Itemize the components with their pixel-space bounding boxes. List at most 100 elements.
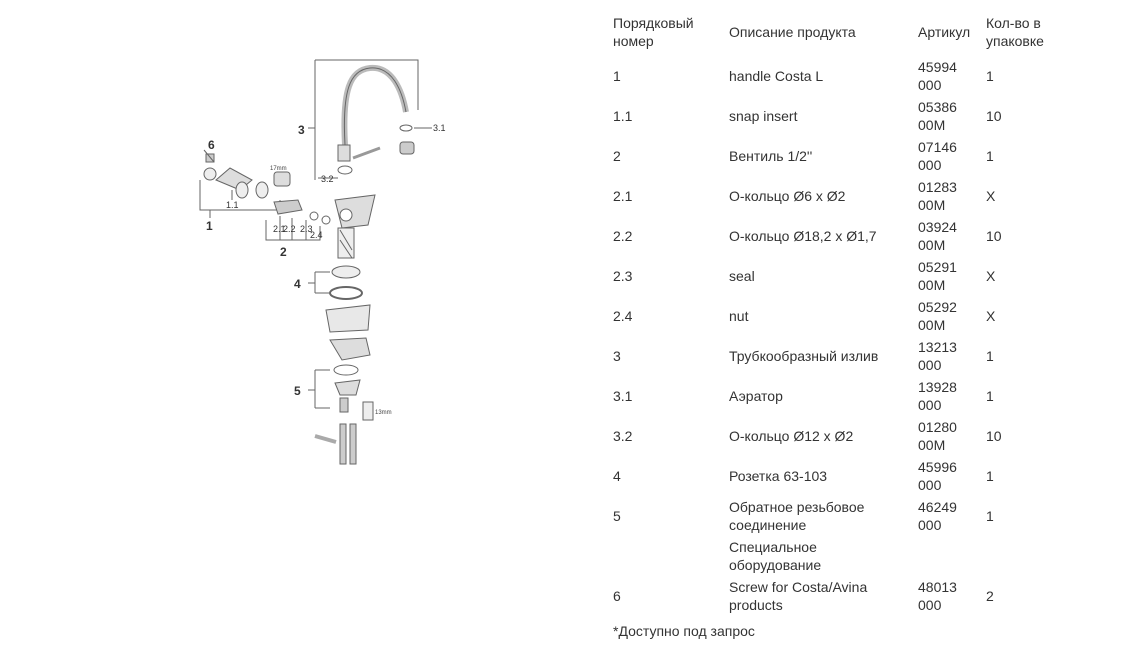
rosette-part (331, 265, 361, 279)
callout-5-bracket (308, 369, 330, 409)
nut-2-4 (321, 215, 331, 225)
threaded-stud (339, 397, 349, 413)
shank-thread (339, 229, 353, 259)
cell-quantity: 10 (986, 428, 1002, 444)
cell-quantity: 2 (986, 588, 994, 604)
callout-3: 3 (298, 123, 305, 137)
callout-1-1: 1.1 (226, 200, 239, 210)
aerator-ring (399, 124, 413, 132)
spout-base (337, 144, 351, 162)
oring-4 (329, 286, 363, 300)
cell-description: О-кольцо Ø12 x Ø2 (729, 428, 854, 444)
cell-number: 3.1 (613, 388, 633, 404)
spout-lever (352, 146, 381, 160)
cell-description: nut (729, 308, 749, 324)
header-description: Описание продукта (729, 24, 856, 40)
table-row: 2.3 seal 05291 00M X (607, 256, 1064, 296)
oring-2-3 (309, 211, 319, 221)
sleeve-13mm (362, 401, 374, 421)
cell-quantity: 1 (986, 508, 994, 524)
callout-3-1: 3.1 (433, 123, 446, 133)
hose-left (339, 423, 347, 465)
cell-description: Аэратор (729, 388, 783, 404)
cell-description: О-кольцо Ø18,2 x Ø1,7 (729, 228, 877, 244)
callout-2-3: 2.3 (300, 224, 313, 234)
cell-article: 07146 000 (918, 139, 957, 173)
cell-number: 2.3 (613, 268, 633, 284)
callout-2-4: 2.4 (310, 230, 323, 240)
cell-description: seal (729, 268, 755, 284)
cell-description: Трубкообразный излив (729, 348, 879, 364)
table-header-row: Порядковый номер Описание продукта Артик… (607, 8, 1064, 56)
header-quantity: Кол-во в упаковке (986, 15, 1044, 49)
cell-description: Розетка 63-103 (729, 468, 828, 484)
screw-6 (203, 167, 217, 181)
cell-number: 3.2 (613, 428, 633, 444)
cell-number: 6 (613, 588, 621, 604)
callout-2: 2 (280, 245, 287, 259)
cell-article: 05386 00M (918, 99, 957, 133)
callout-3-2: 3.2 (321, 174, 334, 184)
cell-number: 3 (613, 348, 621, 364)
cell-quantity: 10 (986, 108, 1002, 124)
cell-quantity: 1 (986, 468, 994, 484)
wrench-tool (314, 434, 337, 444)
mounting-bracket (329, 337, 371, 361)
backnut-part (334, 379, 361, 396)
cell-number: 2.2 (613, 228, 633, 244)
callout-4: 4 (294, 277, 301, 291)
label-13mm: 13mm (375, 410, 392, 416)
cell-quantity: 10 (986, 228, 1002, 244)
valve-washer (255, 181, 269, 199)
cell-number: 2.4 (613, 308, 633, 324)
cell-number: 1.1 (613, 108, 633, 124)
cell-number: 1 (613, 68, 621, 84)
header-number: Порядковый номер (613, 15, 694, 49)
cell-description: handle Costa L (729, 68, 824, 84)
cell-article: 05291 00M (918, 259, 957, 293)
cell-description: Специальное оборудование (729, 539, 822, 573)
parts-table: Порядковый номер Описание продукта Артик… (607, 8, 1064, 616)
body-port (339, 208, 353, 222)
mounting-plate (325, 304, 371, 333)
callout-5: 5 (294, 384, 301, 398)
callout-3-bracket (315, 59, 419, 110)
spout-part (341, 64, 409, 146)
spout-outline (343, 67, 407, 146)
valve-cap-17mm (273, 171, 291, 187)
cell-article: 01283 00M (918, 179, 957, 213)
callout-2-1: 2.1 (273, 224, 286, 234)
callout-2-bracket (265, 220, 321, 241)
cell-description: О-кольцо Ø6 x Ø2 (729, 188, 846, 204)
oring-5 (333, 364, 359, 376)
cell-article: 01280 00M (918, 419, 957, 453)
label-17mm: 17mm (270, 166, 287, 172)
cell-number: 4 (613, 468, 621, 484)
cell-article: 13928 000 (918, 379, 957, 413)
cell-quantity: X (986, 188, 996, 204)
exploded-parts-diagram: 3 3.1 3.2 4 5 6 1 1.1 2 2.1 2.2 2.3 2.4 … (170, 50, 450, 480)
cell-quantity: X (986, 308, 996, 324)
footnote: *Доступно под запрос (613, 623, 755, 639)
cell-number: 5 (613, 508, 621, 524)
snap-insert-part (235, 181, 249, 199)
cell-quantity: X (986, 268, 996, 284)
valve-part (273, 199, 303, 215)
cell-number: 2 (613, 148, 621, 164)
callout-2-2: 2.2 (283, 224, 296, 234)
cell-description: Обратное резьбовое соединение (729, 499, 865, 533)
cell-quantity: 1 (986, 68, 994, 84)
hose-right (349, 423, 357, 465)
cell-description: Вентиль 1/2'' (729, 148, 813, 164)
